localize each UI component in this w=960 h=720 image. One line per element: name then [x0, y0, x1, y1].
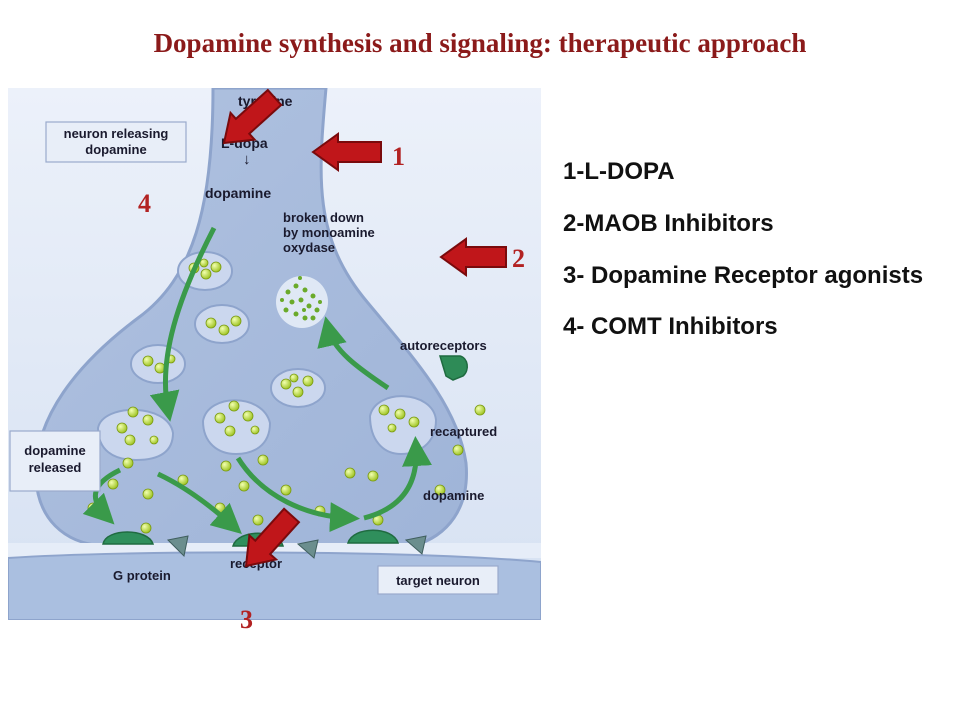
- label-neuron-releasing-2: dopamine: [85, 142, 146, 157]
- pathway-arrows: [82, 226, 432, 535]
- broken-down-cluster: [276, 276, 328, 328]
- label-box-neuron-releasing: [45, 121, 187, 163]
- autoreceptor-shape: [438, 355, 468, 381]
- label-arrow-down-2: ↓: [243, 151, 251, 168]
- label-g-protein: G protein: [113, 568, 171, 583]
- label-autoreceptors: autoreceptors: [400, 338, 487, 353]
- label-ldopa: L-dopa: [221, 135, 268, 151]
- therapy-item-ldopa: 1-L-DOPA: [563, 158, 675, 185]
- label-dopamine-released-2: released: [29, 460, 82, 475]
- therapy-list: 1-L-DOPA 2-MAOB Inhibitors 3- Dopamine R…: [563, 158, 953, 365]
- label-receptor: receptor: [230, 556, 282, 571]
- g-proteins: [166, 535, 427, 559]
- label-broken-down-1: broken down: [283, 210, 364, 225]
- label-dopamine-bottom: dopamine: [423, 488, 484, 503]
- label-recaptured: recaptured: [430, 424, 497, 439]
- page-title: Dopamine synthesis and signaling: therap…: [153, 28, 807, 58]
- therapy-item-comt: 4- COMT Inhibitors: [563, 313, 778, 341]
- label-broken-down-2: by monoamine: [283, 225, 375, 240]
- therapy-item-dopamine-agonists: 3- Dopamine Receptor agonists: [563, 261, 924, 289]
- label-box-dopamine-released: [9, 430, 101, 492]
- label-target-neuron: target neuron: [396, 573, 480, 588]
- synapse-diagram: tyrosine ↓ L-dopa ↓ dopamine neuron rele…: [8, 88, 541, 620]
- therapy-item-maob: 2-MAOB Inhibitors: [563, 209, 774, 237]
- label-arrow-down-1: ↓: [258, 107, 266, 124]
- label-box-target-neuron: [377, 565, 499, 595]
- label-dopamine-released-1: dopamine: [24, 443, 85, 458]
- label-dopamine-top: dopamine: [205, 185, 271, 201]
- label-broken-down-3: oxydase: [283, 240, 335, 255]
- label-neuron-releasing-1: neuron releasing: [64, 126, 169, 141]
